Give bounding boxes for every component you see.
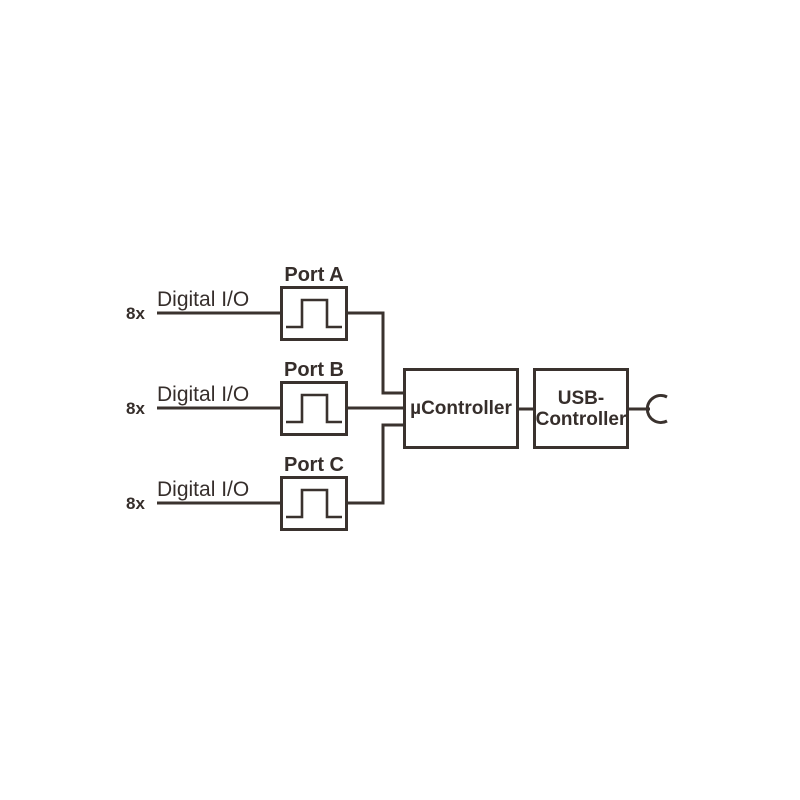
channel-count-label: 8x (126, 304, 145, 323)
channel-count-label: 8x (126, 399, 145, 418)
usb-controller-label-line2: Controller (535, 408, 627, 430)
port-a-to-controller-wire (348, 311, 404, 395)
port-title-b: Port B (284, 359, 344, 381)
port-box-b (280, 381, 348, 436)
signal-label: Digital I/O (157, 288, 250, 311)
signal-label: Digital I/O (157, 383, 250, 406)
microcontroller-box: µController (403, 368, 519, 449)
port-box-c (280, 476, 348, 531)
square-wave-icon (286, 393, 342, 424)
port-c-to-controller-wire (348, 423, 404, 505)
square-wave-icon (286, 488, 342, 519)
microcontroller-label: µController (410, 398, 512, 419)
usb-controller-box: USB- Controller (533, 368, 629, 449)
port-title-c: Port C (284, 454, 344, 476)
channel-count-label: 8x (126, 494, 145, 513)
usb-connector-icon (645, 394, 668, 424)
usb-controller-label-line1: USB- (557, 387, 605, 409)
square-wave-icon (286, 298, 342, 329)
signal-label: Digital I/O (157, 478, 250, 501)
port-box-a (280, 286, 348, 341)
port-title-a: Port A (284, 264, 344, 286)
